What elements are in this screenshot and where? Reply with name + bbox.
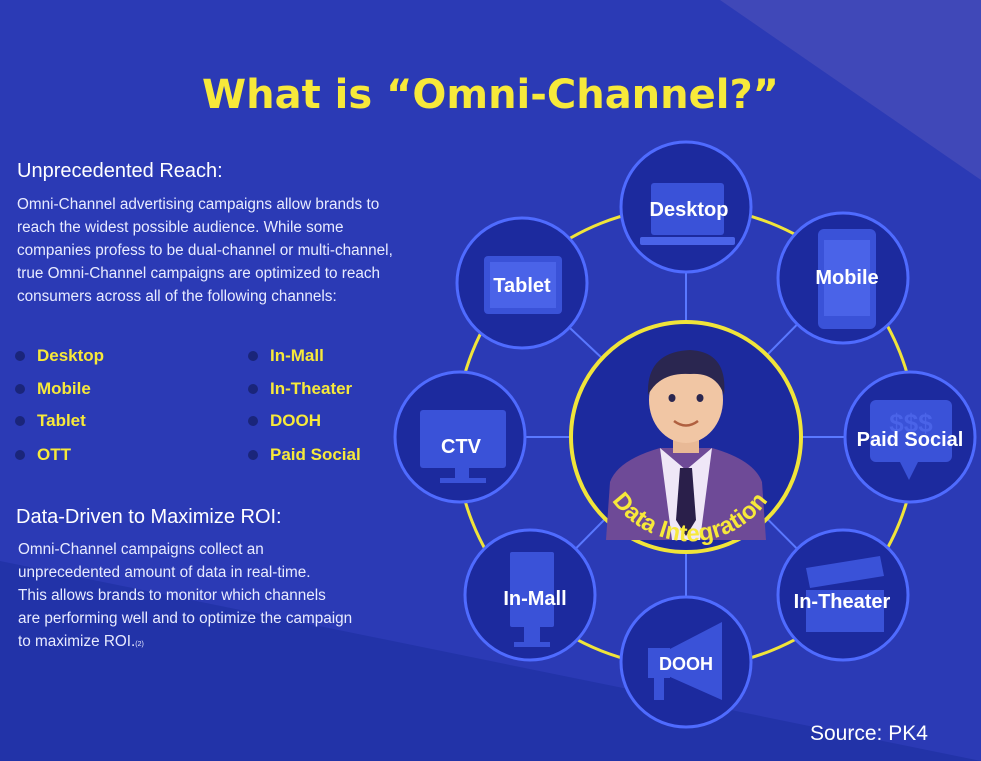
data-driven-line: to maximize ROI.(2) — [18, 630, 352, 656]
bullet-icon — [15, 384, 25, 394]
node-label: In-Mall — [503, 588, 566, 610]
node-label: Paid Social — [857, 429, 964, 451]
reach-line: Omni-Channel advertising campaigns allow… — [17, 196, 380, 213]
channel-item-in-theater: In-Theater — [248, 379, 352, 399]
node-label: DOOH — [659, 654, 713, 674]
node-desktop: Desktop — [619, 140, 753, 274]
node-tablet: Tablet — [455, 216, 589, 350]
bullet-icon — [248, 416, 258, 426]
data-driven-line: Omni-Channel campaigns collect an — [18, 541, 264, 558]
data-driven-paragraph: Omni-Channel campaigns collect an unprec… — [18, 538, 352, 656]
channel-label: Desktop — [37, 346, 105, 365]
reach-line: consumers across all of the following ch… — [17, 288, 337, 305]
megaphone-icon — [648, 622, 722, 700]
node-in-theater: In-Theater — [776, 528, 910, 662]
reach-heading: Unprecedented Reach: — [17, 160, 223, 182]
channel-label: Paid Social — [270, 445, 361, 464]
data-driven-line: This allows brands to monitor which chan… — [18, 587, 326, 604]
channel-item-tablet: Tablet — [15, 411, 86, 431]
node-label: Tablet — [493, 275, 551, 297]
channel-item-dooh: DOOH — [248, 411, 321, 431]
smartphone-icon — [818, 229, 876, 329]
channel-item-paid-social: Paid Social — [248, 445, 361, 465]
channel-label: In-Mall — [270, 346, 324, 365]
source-credit: Source: PK4 — [810, 722, 928, 745]
node-label: CTV — [441, 436, 482, 458]
data-driven-line-text: to maximize ROI. — [18, 633, 136, 650]
node-label: Desktop — [650, 199, 729, 221]
node-mobile: Mobile — [776, 211, 910, 345]
reach-line: companies profess to be dual-channel or … — [17, 242, 393, 259]
reach-paragraph: Omni-Channel advertising campaigns allow… — [17, 193, 393, 308]
bullet-icon — [248, 384, 258, 394]
channel-label: In-Theater — [270, 379, 353, 398]
node-ctv: CTV — [393, 370, 527, 504]
center-hub: Data Integration — [569, 320, 803, 554]
bullet-icon — [15, 450, 25, 460]
channel-label: Tablet — [37, 411, 86, 430]
channel-label: Mobile — [37, 379, 91, 398]
footnote-marker: (2) — [135, 641, 144, 648]
node-dooh: DOOH — [619, 595, 753, 729]
reach-line: reach the widest possible audience. Whil… — [17, 219, 344, 236]
channel-item-desktop: Desktop — [15, 346, 104, 366]
node-label: Mobile — [815, 267, 878, 289]
reach-line: true Omni-Channel campaigns are optimize… — [17, 265, 381, 282]
laptop-icon — [640, 183, 735, 245]
svg-text:$$$: $$$ — [889, 408, 933, 438]
bullet-icon — [248, 450, 258, 460]
tv-icon — [420, 410, 506, 483]
data-driven-heading: Data-Driven to Maximize ROI: — [16, 506, 282, 528]
page-title: What is “Omni-Channel?” — [202, 72, 779, 118]
data-driven-line: are performing well and to optimize the … — [18, 610, 353, 627]
dollar-chat-icon: $$$ — [870, 400, 952, 480]
channel-item-in-mall: In-Mall — [248, 346, 324, 366]
bullet-icon — [248, 351, 258, 361]
tablet-icon — [484, 256, 562, 314]
businessman-icon — [606, 350, 766, 540]
bullet-icon — [15, 351, 25, 361]
node-paid-social: $$$ Paid Social — [843, 370, 977, 504]
channel-item-mobile: Mobile — [15, 379, 91, 399]
channel-label: OTT — [37, 445, 71, 464]
clapperboard-icon — [806, 556, 884, 632]
node-label: In-Theater — [794, 591, 891, 613]
channel-item-ott: OTT — [15, 445, 71, 465]
bullet-icon — [15, 416, 25, 426]
kiosk-icon — [510, 552, 554, 647]
data-driven-line: unprecedented amount of data in real-tim… — [18, 564, 311, 581]
channel-label: DOOH — [270, 411, 321, 430]
node-in-mall: In-Mall — [463, 528, 597, 662]
